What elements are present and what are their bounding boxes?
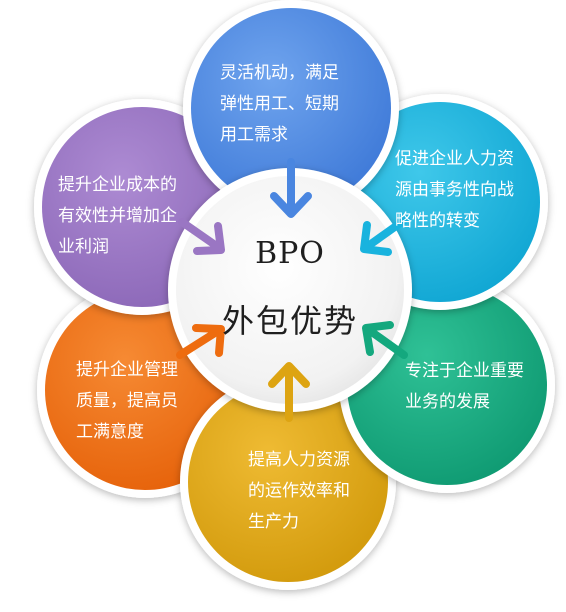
- petal-strategic-line-1: 促进企业人力资: [395, 149, 514, 169]
- petal-efficiency-line-3: 生产力: [248, 512, 299, 532]
- petal-focus-line-1: 专注于企业重要: [405, 361, 524, 381]
- arrow-down-icon: [270, 158, 312, 218]
- petal-strategic-line-2: 源由事务性向战: [395, 180, 514, 200]
- petal-profit-text: 提升企业成本的 有效性并增加企 业利润: [58, 170, 177, 263]
- petal-efficiency-line-2: 的运作效率和: [248, 481, 350, 501]
- petal-flexible-line-2: 弹性用工、短期: [220, 94, 339, 114]
- arrow-down-right-icon: [178, 218, 225, 255]
- arrow-up-icon: [268, 362, 310, 422]
- petal-strategic-line-3: 略性的转变: [395, 211, 480, 231]
- petal-efficiency-line-1: 提高人力资源: [248, 450, 350, 470]
- petal-flexible-line-3: 用工需求: [220, 125, 288, 145]
- center-title: BPO: [255, 236, 325, 271]
- petal-profit-line-3: 业利润: [58, 237, 109, 257]
- arrow-up-right-icon: [176, 324, 225, 359]
- petal-focus-text: 专注于企业重要 业务的发展: [405, 356, 524, 418]
- petal-efficiency-text: 提高人力资源 的运作效率和 生产力: [248, 445, 350, 538]
- petal-focus-line-2: 业务的发展: [405, 392, 490, 412]
- petal-quality-text: 提升企业管理 质量，提高员 工满意度: [76, 355, 178, 448]
- petal-efficiency: [180, 374, 396, 590]
- center-circle: [168, 168, 412, 412]
- petal-quality-line-2: 质量，提高员: [76, 391, 178, 411]
- petal-quality-line-1: 提升企业管理: [76, 360, 178, 380]
- petal-profit-line-1: 提升企业成本的: [58, 175, 177, 195]
- center-subtitle: 外包优势: [221, 302, 358, 340]
- petal-flexible: [183, 0, 399, 216]
- petal-flexible-line-1: 灵活机动，满足: [220, 63, 339, 83]
- arrow-down-left-icon: [360, 215, 410, 256]
- petal-quality-line-3: 工满意度: [76, 422, 144, 442]
- arrow-up-left-icon: [362, 321, 408, 359]
- petal-flexible-text: 灵活机动，满足 弹性用工、短期 用工需求: [220, 58, 339, 151]
- petal-profit-line-2: 有效性并增加企: [58, 206, 177, 226]
- petal-strategic-text: 促进企业人力资 源由事务性向战 略性的转变: [395, 144, 514, 237]
